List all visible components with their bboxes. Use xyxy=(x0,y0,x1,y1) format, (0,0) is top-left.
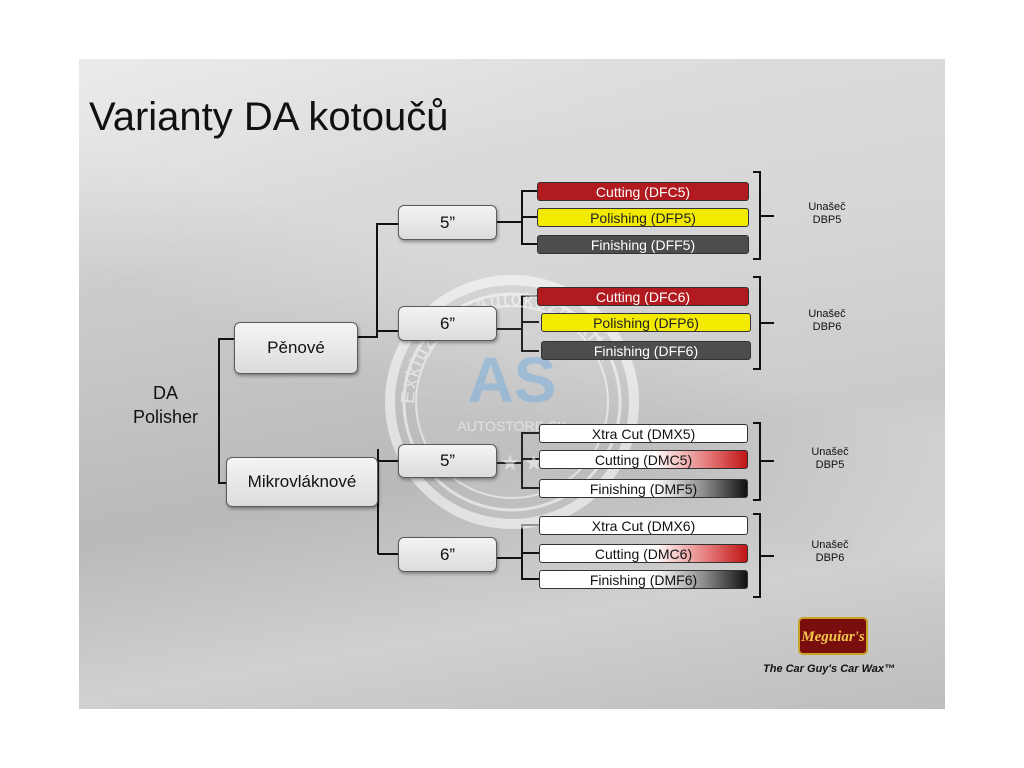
brand-tagline: The Car Guy's Car Wax™ xyxy=(763,663,896,675)
holder-code: DBP6 xyxy=(815,552,845,564)
size-micro-6: 6” xyxy=(398,537,497,572)
pad-cutting-dmc5: Cutting (DMC5) xyxy=(539,450,748,469)
pad-polishing-dfp5: Polishing (DFP5) xyxy=(537,208,749,227)
category-foam: Pěnové xyxy=(234,322,358,374)
pad-finishing-dff5: Finishing (DFF5) xyxy=(537,235,749,254)
holder-code: DBP5 xyxy=(812,214,842,226)
slide: Varianty DA kotoučů xyxy=(79,59,945,709)
size-foam-6: 6” xyxy=(398,306,497,341)
pad-cutting-dfc6: Cutting (DFC6) xyxy=(537,287,749,306)
holder-dbp6-foam: Unašeč DBP6 xyxy=(797,308,857,334)
slide-title: Varianty DA kotoučů xyxy=(89,95,449,139)
holder-dbp5-foam: Unašeč DBP5 xyxy=(797,201,857,227)
holder-label: Unašeč xyxy=(808,308,846,320)
pad-xtracut-dmx5: Xtra Cut (DMX5) xyxy=(539,424,748,443)
pad-polishing-dfp6: Polishing (DFP6) xyxy=(541,313,751,332)
holder-dbp6-micro: Unašeč DBP6 xyxy=(800,539,860,565)
holder-code: DBP6 xyxy=(812,321,842,333)
meguiars-logo: Meguiar's xyxy=(798,617,868,655)
pad-finishing-dmf5: Finishing (DMF5) xyxy=(539,479,748,498)
holder-label: Unašeč xyxy=(811,446,849,458)
holder-code: DBP5 xyxy=(815,459,845,471)
category-microfiber: Mikrovláknové xyxy=(226,457,378,507)
size-micro-5: 5” xyxy=(398,444,497,478)
pad-finishing-dff6: Finishing (DFF6) xyxy=(541,341,751,360)
holder-label: Unašeč xyxy=(808,201,846,213)
root-label-line2: Polisher xyxy=(133,407,199,427)
pad-finishing-dmf6: Finishing (DMF6) xyxy=(539,570,748,589)
holder-label: Unašeč xyxy=(811,539,849,551)
pad-xtracut-dmx6: Xtra Cut (DMX6) xyxy=(539,516,748,535)
root-label-line1: DA xyxy=(153,383,179,403)
root-node: DA Polisher xyxy=(133,381,198,429)
meguiars-logo-text: Meguiar's xyxy=(800,629,865,645)
size-foam-5: 5” xyxy=(398,205,497,240)
pad-cutting-dfc5: Cutting (DFC5) xyxy=(537,182,749,201)
holder-dbp5-micro: Unašeč DBP5 xyxy=(800,446,860,472)
pad-cutting-dmc6: Cutting (DMC6) xyxy=(539,544,748,563)
